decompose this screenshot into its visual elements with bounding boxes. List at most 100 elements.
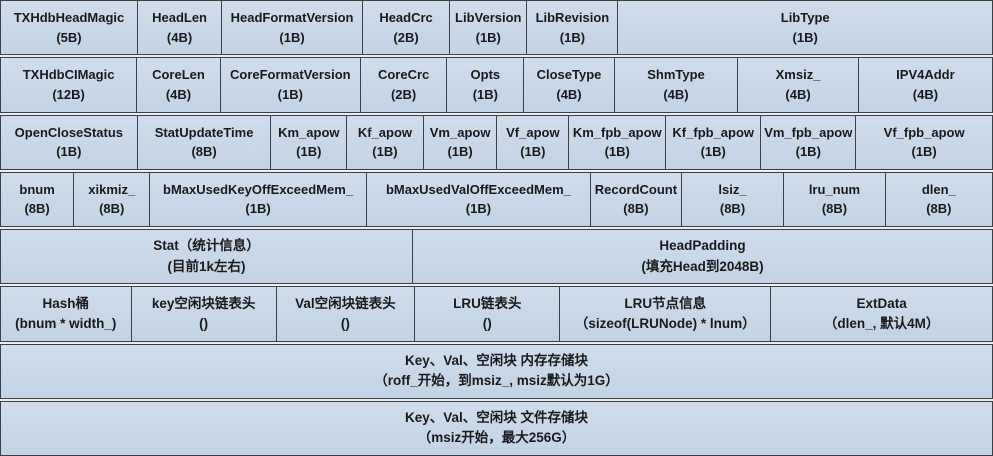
field-size: (1B) [792,29,818,45]
field-cell-txhdbheadmagic: TXHdbHeadMagic(5B) [0,0,138,56]
field-cell-closetype: CloseType(4B) [524,57,615,113]
field-name: key空闲块链表头 [151,295,256,311]
field-size: (8B) [99,201,125,217]
field-name: Kf_apow [357,124,413,140]
field-name: Vm_apow [429,124,491,140]
field-name: lsiz_ [718,181,747,197]
field-size: （dlen_, 默认4M） [823,315,940,331]
field-cell-corecrc: CoreCrc(2B) [360,57,448,113]
field-size: () [340,315,350,331]
field-cell-recordcount: RecordCount (8B) [591,171,682,227]
field-name: ExtData [856,295,907,311]
field-name: StatUpdateTime [154,124,254,140]
field-cell-vf-fpb-apow: Vf_fpb_apow (1B) [856,114,993,170]
field-name: Vm_fpb_apow [764,124,853,140]
field-name: Km_apow [278,124,340,140]
field-name: Hash桶 [42,295,90,311]
field-name: Vf_fpb_apow [883,124,965,140]
field-size: (8B) [623,201,649,217]
field-cell-km-fpb-apow: Km_fpb_apow(1B) [569,114,667,170]
field-name: bMaxUsedValOffExceedMem_ [385,181,571,197]
field-size: (8B) [191,144,217,160]
field-cell-bmaxusedkeyoffexceedmem: bMaxUsedKeyOffExceedMem_(1B) [150,171,367,227]
field-size: (1B) [795,144,821,160]
field-size: (1B) [911,144,937,160]
layout-row-3: OpenCloseStatus(1B) StatUpdateTime (8B) Km_… [0,114,993,170]
field-name: Key、Val、空闲块 文件存储块 [404,410,589,426]
field-name: lru_num [808,181,861,197]
field-size: (4B) [663,86,689,102]
field-cell-libtype: LibType(1B) [618,0,993,56]
layout-row-8: Key、Val、空闲块 文件存储块 （msiz开始，最大256G） [0,400,993,456]
field-cell-key: key空闲块链表头 () [131,286,277,342]
field-cell-shmtype: ShmType (4B) [614,57,739,113]
field-size: (1B) [279,29,305,45]
field-name: bnum [19,181,55,197]
field-cell-openclosestatus: OpenCloseStatus(1B) [0,114,138,170]
field-name: CoreLen [152,67,205,83]
field-size: (1B) [520,144,546,160]
field-cell-stat: Stat（统计信息）(目前1k左右) [0,229,414,285]
field-cell-headlen: HeadLen(4B) [137,0,223,56]
field-cell-bnum: bnum (8B) [0,171,75,227]
field-size: （msiz开始，最大256G） [417,430,576,446]
field-cell-headformatversion: HeadFormatVersion (1B) [222,0,363,56]
field-cell-xikmiz: xikmiz_ (8B) [74,171,151,227]
field-cell-txhdbcimagic: TXHdbCIMagic(12B) [0,57,138,113]
field-name: LibVersion [455,10,522,26]
field-name: HeadPadding [659,238,746,254]
field-size: () [199,315,209,331]
field-cell-statupdatetime: StatUpdateTime (8B) [137,114,272,170]
field-size: (1B) [56,144,82,160]
field-size: (1B) [475,29,501,45]
field-size: (12B) [52,86,85,102]
field-name: xikmiz_ [88,181,136,197]
field-name: HeadLen [152,10,207,26]
field-name: Opts [470,67,501,83]
field-size: （roff_开始，到msiz_, msiz默认为1G） [374,373,619,389]
field-cell-kf-apow: Kf_apow (1B) [347,114,424,170]
field-name: dlen_ [921,181,956,197]
field-name: LRU链表头 [453,295,522,311]
field-cell-hash: Hash桶 (bnum * width_) [0,286,132,342]
layout-row-7: Key、Val、空闲块 内存存储块（roff_开始，到msiz_, msiz默认… [0,343,993,399]
field-size: (4B) [556,86,582,102]
layout-row-1: TXHdbHeadMagic(5B)HeadLen(4B)HeadFormatV… [0,0,993,56]
field-cell-key-val: Key、Val、空闲块 内存存储块（roff_开始，到msiz_, msiz默认… [0,343,993,399]
field-size: (8B) [719,201,746,217]
field-size: (1B) [372,144,398,160]
layout-row-6: Hash桶(bnum * width_)key空闲块链表头()Val空闲块链表头… [0,286,993,342]
field-size: （sizeof(LRUNode) * lnum） [574,315,756,331]
field-name: ShmType [647,67,705,83]
field-name: HeadCrc [379,10,433,26]
field-name: Kf_fpb_apow [672,124,755,140]
field-cell-key-val: Key、Val、空闲块 文件存储块 （msiz开始，最大256G） [0,400,993,456]
field-cell-coreformatversion: CoreFormatVersion(1B) [220,57,361,113]
field-cell-dlen: dlen_ (8B) [885,171,993,227]
field-size: (4B) [912,86,939,102]
field-name: HeadFormatVersion [230,10,354,26]
field-cell-headpadding: HeadPadding(填充Head到2048B) [413,229,993,285]
field-name: Xmsiz_ [775,67,821,83]
field-size: (4B) [785,86,811,102]
field-name: CoreFormatVersion [229,67,351,83]
field-size: (1B) [472,86,498,102]
field-size: (8B) [24,201,50,217]
field-cell-lru: LRU链表头() [415,286,561,342]
field-size: (bnum * width_) [15,315,117,331]
field-size: (1B) [465,201,492,217]
layout-row-4: bnum (8B) xikmiz_ (8B) bMaxUsedKeyOffExceedM… [0,171,993,227]
field-cell-xmsiz: Xmsiz_ (4B) [738,57,859,113]
field-size: (5B) [56,29,82,45]
field-size: (8B) [926,201,952,217]
field-size: (1B) [604,144,630,160]
field-cell-val: Val空闲块链表头() [276,286,416,342]
field-name: RecordCount [594,181,678,197]
layout-row-2: TXHdbCIMagic(12B) CoreLen (4B) CoreFormatVe… [0,57,993,113]
field-size: (1B) [245,201,271,217]
field-size: (1B) [559,29,586,45]
field-size: (1B) [700,144,726,160]
field-cell-vm-fpb-apow: Vm_fpb_apow (1B) [761,114,857,170]
field-name: IPV4Addr [896,67,955,83]
